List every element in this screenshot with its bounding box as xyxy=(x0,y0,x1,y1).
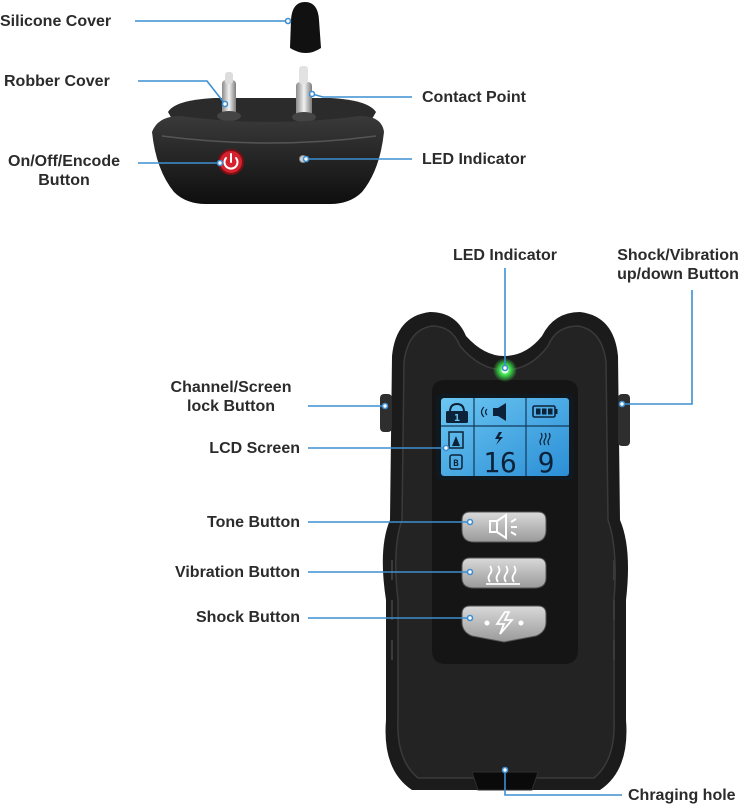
lcd-lock-icon xyxy=(446,402,468,423)
lcd-screen: 1 B xyxy=(436,394,574,480)
contact-prong-left-tip xyxy=(225,72,233,84)
label-on-off-line1: On/Off/Encode xyxy=(8,153,120,170)
grip-ridges xyxy=(391,560,615,660)
lcd-level-left: 16 xyxy=(483,446,517,479)
label-robber-cover: Robber Cover xyxy=(4,73,110,90)
shock-button[interactable] xyxy=(461,605,547,643)
contact-prong-left xyxy=(222,80,236,118)
label-channel-screen-lock: Channel/Screen lock Button xyxy=(158,378,304,416)
lcd-level-right: 9 xyxy=(538,446,555,479)
label-shock-vibration-updown: Shock/Vibration up/down Button xyxy=(606,246,750,284)
receiver-body xyxy=(152,116,384,204)
leader-lines xyxy=(135,20,693,796)
svg-text:B: B xyxy=(453,459,459,469)
robber-cover-ring-right xyxy=(292,112,316,122)
label-shock-vibration-line2: up/down Button xyxy=(617,266,739,283)
lightning-icon xyxy=(484,611,524,635)
label-charging-hole: Chraging hole xyxy=(628,787,736,804)
leader-endpoints xyxy=(216,17,626,774)
speaker-icon xyxy=(489,513,517,540)
label-on-off-line2: Button xyxy=(38,172,90,189)
receiver-unit xyxy=(152,2,384,204)
label-shock-button: Shock Button xyxy=(196,609,300,626)
label-silicone-cover: Silicone Cover xyxy=(0,13,112,30)
remote-unit: 1 B xyxy=(380,312,630,791)
vibration-button[interactable] xyxy=(461,557,547,589)
vibration-icon xyxy=(486,565,520,585)
label-led-indicator-receiver: LED Indicator xyxy=(422,151,527,168)
receiver-edge-highlight xyxy=(161,135,377,144)
label-channel-line1: Channel/Screen xyxy=(170,379,292,396)
silicone-cover-cap xyxy=(290,2,321,53)
lcd-vibration-icon xyxy=(539,432,551,446)
channel-side-button[interactable] xyxy=(380,394,392,432)
lcd-tone-icon xyxy=(480,403,506,421)
label-tone-button: Tone Button xyxy=(206,514,300,531)
label-lcd-screen: LCD Screen xyxy=(209,440,300,457)
label-on-off-encode: On/Off/Encode Button xyxy=(0,152,128,190)
robber-cover-ring xyxy=(217,111,241,121)
lcd-shock-icon xyxy=(495,432,503,445)
label-led-indicator-remote: LED Indicator xyxy=(452,247,557,264)
label-shock-vibration-line1: Shock/Vibration xyxy=(617,247,739,264)
tone-button[interactable] xyxy=(461,511,547,543)
label-contact-point: Contact Point xyxy=(422,89,526,106)
power-icon xyxy=(223,153,239,170)
label-channel-line2: lock Button xyxy=(187,398,275,415)
lcd-battery-icon xyxy=(532,405,558,418)
contact-prong-right xyxy=(296,82,312,118)
lcd-mode-icons: B xyxy=(448,431,464,470)
lcd-channel-number: 1 xyxy=(454,413,460,424)
label-vibration-button: Vibration Button xyxy=(174,564,300,581)
contact-prong-right-tip xyxy=(299,66,308,84)
